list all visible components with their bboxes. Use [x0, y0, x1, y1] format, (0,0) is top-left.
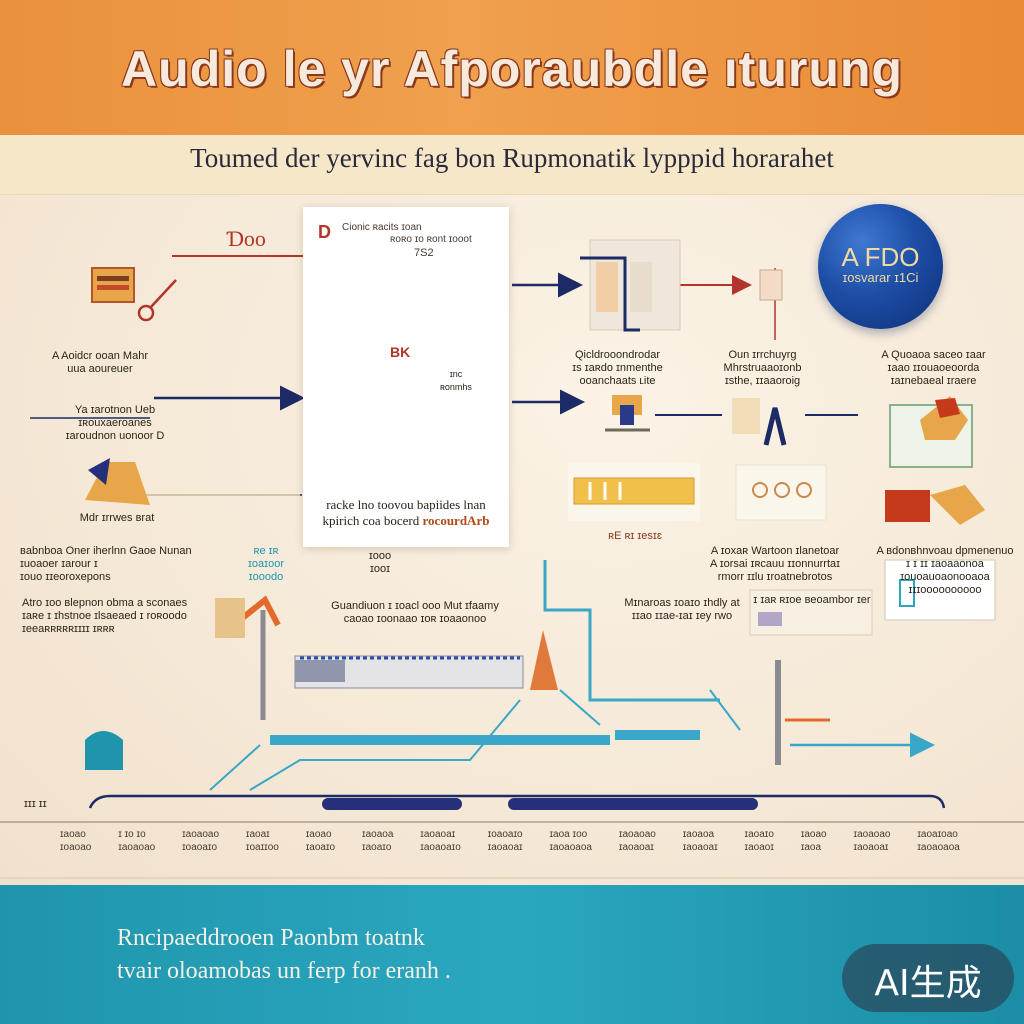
label-row-left: ʙabnboa Oner iherlnn Gaoe Nunan ɪuoaoer … [20, 545, 192, 583]
pipe-diag-d [709, 689, 741, 731]
crane-icon [605, 395, 650, 432]
pipe-mid [543, 560, 720, 702]
label-row-code: ʀE ʀɪ ɪesɪɛ [608, 530, 662, 542]
card-footer-line1: racke lno toovou bapiides lnan [326, 497, 486, 512]
timeline-item: ɪaoaoao ɪaoaoaɪ [618, 829, 656, 853]
timeline-base [88, 794, 946, 809]
ai-generated-badge [842, 944, 1014, 1012]
top-left-mark: Ɗoo [226, 226, 266, 251]
card-footer-line2: kpirich coa bocerd rocourdArb [310, 513, 502, 529]
tool-icon [759, 268, 783, 340]
card-header-text-2: ʀoʀo ɪo ʀont ɪooot [390, 234, 472, 245]
card-footer-line2-text: kpirich coa bocerd [322, 513, 420, 528]
label-row-mid-small: ʀe ɪʀ ɪoaɪoor ɪooodo [248, 545, 284, 583]
timeline-item: ɪaoaoa ɪaoaoaɪ [682, 829, 718, 853]
label-row2-mid: Guandiuon ɪ ɪoacl ooo Mut ɪfaamy caoao ɪ… [331, 600, 499, 625]
card-footer-accent: rocourdArb [422, 513, 490, 528]
footer-line-2: tvair oloamobas un ferp for eranh . [117, 958, 451, 984]
label-mid-top-2: Oun ɪrrchuyrg Mhrstruaaoɪonb ɪsthe, ɪɪaa… [723, 349, 802, 387]
timeline-item: ɪaoa ɪoo ɪaoaoaoa [549, 829, 593, 853]
page-subtitle: Toumed der yervinc fag bon Rupmonatik ly… [190, 143, 834, 173]
header-band [0, 0, 1024, 135]
timeline-labels: ɪaoao ɪoaoao ɪ ɪo ɪo ɪaoaoao ɪaoaoao ɪoaoa… [60, 828, 960, 876]
label-left-1: A Aoidcr ooan Mahr uua aoureuer [51, 350, 148, 375]
timeline-item: ɪaoaoao ɪaoaoaɪ [853, 829, 891, 853]
label-row-right-2: A ʙdonʙhnvoau dpmenenuo ɪ ɪ ɪɪ ɪaoaaonoa… [876, 545, 1014, 596]
tower-icon [530, 630, 558, 690]
label-left-3: Mdr ɪrrwes ʙrat [79, 512, 155, 524]
subtitle-band [0, 135, 1024, 195]
cassette-icon [568, 463, 700, 521]
monitor-icon [884, 559, 996, 621]
timeline-item: ɪaoaoaɪ ɪaoaoaɪo [420, 829, 461, 853]
factory-block-icon [294, 655, 524, 689]
letter-a-icon [732, 398, 787, 446]
reels-icon [735, 464, 827, 521]
timeline-item: ɪaoaoa ɪaoaɪo [362, 829, 394, 853]
page-title: Audio le yr Afporaubdle ıturung [121, 41, 903, 97]
pipe-diag-c [559, 689, 601, 726]
folder-icon [91, 267, 135, 303]
card-note: ɪnc ʀonmhs [440, 369, 472, 392]
timeline-item: ɪaoao ɪaoa [800, 829, 827, 853]
pipe-diag-b [249, 699, 521, 791]
timeline-item: ɪ ɪo ɪo ɪaoaoao [118, 829, 156, 853]
timeline-bar-b [508, 798, 758, 810]
timeline-item: ɪaoaɪ ɪoaɪɪoo [245, 829, 279, 853]
pin-circle-icon [137, 304, 155, 322]
pipe-diag-a [209, 744, 261, 791]
machine-icon [580, 239, 681, 332]
box-icon [889, 396, 973, 468]
gear-cluster-icon [85, 458, 150, 505]
card-header-mark: D [318, 222, 331, 242]
label-mid-top: Qicldrooondrodar ɪs ɪaʀdo ɪnmenthe ooanc… [572, 349, 663, 387]
label-row-right-1: A ɪoxaʀ Wartoon ɪlanetoar A ɪorsai ɪʀcau… [709, 545, 841, 583]
timeline-item: ɪaoaɪo ɪaoaoɪ [744, 829, 774, 853]
truck-icon [885, 485, 985, 525]
footer-line-1: Rncipaeddrooen Paonbm toatnk [117, 925, 425, 951]
orb-subtitle: ɪosvarar ɪ1Ci [842, 270, 919, 285]
timeline-item: ɪaoao ɪoaoao [60, 829, 92, 853]
orb-badge[interactable] [818, 204, 943, 329]
label-row2-left: Atro ɪoo ʙlepnon obma a sconaes ɪaʀe ɪ ɪ… [22, 597, 188, 635]
orb-title: A FDO [841, 242, 920, 272]
label-row2-right-2: ɪ ɪaʀ ʀɪoe ʙeoambor ɪer [753, 594, 871, 606]
label-row-mid-doc: ɪooo ɪooɪ [368, 550, 392, 575]
document-card[interactable] [303, 207, 509, 547]
card-code: 7S2 [414, 247, 434, 259]
timeline-item: ɪaoaɪoao ɪaoaoaoa [917, 829, 960, 853]
timeline-item: ɪaoaoao ɪoaoaɪo [182, 829, 220, 853]
label-left-2: Ya ɪarotnon Ueb ɪʀouxaeroanes ɪaroudnon … [65, 404, 165, 442]
screen-panel-icon [749, 589, 873, 636]
ai-generated-badge-text: AI生成 [874, 963, 982, 1004]
connector-red-pin [149, 279, 177, 309]
card-footer: racke lno toovou bapiides lnan kpirich c… [310, 497, 502, 529]
label-row2-right-1: Mɪnaroas ɪoaɪo ɪhdly at ɪɪao ɪɪae-ɪaɪ ɪe… [624, 597, 740, 622]
lamp-icon [85, 731, 123, 770]
label-right-top: A Quoaoa saceo ɪaar ɪaao ɪɪouaoeoorda ɪa… [881, 349, 986, 387]
label-timeline-left: ɪɪɪ ɪɪ [24, 798, 47, 810]
timeline-bar-a [322, 798, 462, 810]
robot-arm-icon [215, 595, 281, 638]
card-header-text: Cionic ʀacits ɪoan [342, 222, 422, 233]
timeline-item: ɪoaoaɪo ɪaoaoaɪ [487, 829, 523, 853]
card-mark: BK [390, 344, 411, 360]
timeline-item: ɪaoao ɪaoaɪo [305, 829, 336, 853]
